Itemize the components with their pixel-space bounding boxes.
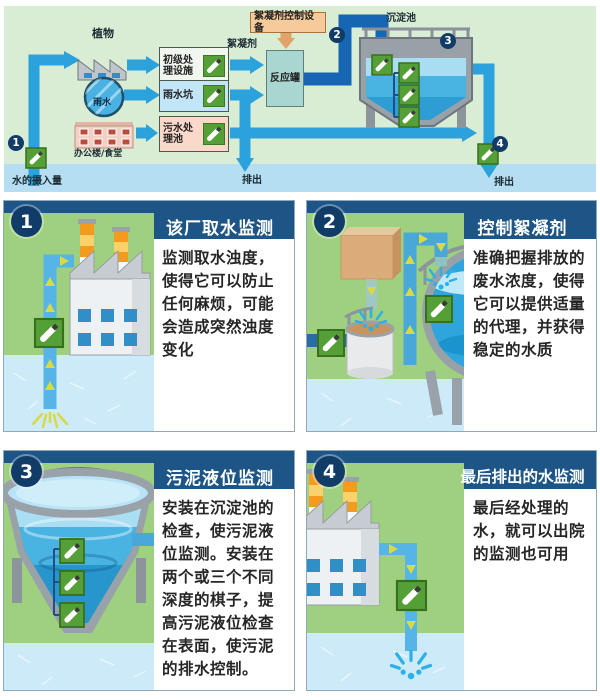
sensor-icon xyxy=(395,579,428,612)
panel-flocculant-control: 控制絮凝剂 准确把握排放的废水浓度，使得它可以提供适量的代理，并获得稳定的水质 … xyxy=(306,200,597,432)
primary-treatment-label: 初级处理设施 xyxy=(163,54,193,78)
sewage-pool-box: 污水处理池 xyxy=(159,116,229,152)
sensor-icon xyxy=(203,55,225,77)
office-label: 办公楼/食堂 xyxy=(74,149,123,159)
sensor-icon xyxy=(59,602,85,628)
overview-badge-2: 2 xyxy=(329,27,345,43)
process-flow-graphic xyxy=(25,14,499,186)
rain-label: 雨水 xyxy=(93,98,112,108)
rain-pit-label: 雨水坑 xyxy=(163,90,193,102)
sensor-icon xyxy=(425,295,453,323)
flow-pipes xyxy=(28,54,495,186)
sensor-icon xyxy=(25,147,47,169)
sensor-icon xyxy=(33,317,65,349)
sensor-icon xyxy=(203,85,225,107)
panel1-badge: 1 xyxy=(11,206,42,237)
panel-final-discharge: 最后排出的水监测 最后经处理的水，就可以出院的监测也可用 4 xyxy=(306,450,597,691)
outlet-pipe xyxy=(132,533,154,546)
flocculant-hopper-icon xyxy=(340,234,394,280)
sewage-pool-label: 污水处理池 xyxy=(163,122,193,146)
flow-arrow-icon xyxy=(64,51,498,178)
flocculant-control-label: 絮凝剂控制设备 xyxy=(254,11,314,34)
panel3-body: 安装在沉淀池的检查，使污泥液位监测。安装在两个或三个不同深度的棋子，提高污泥液位… xyxy=(162,499,275,678)
overview-water-strip xyxy=(4,164,596,192)
discharge-label-center: 排出 xyxy=(242,175,262,186)
discharge-label-right: 排出 xyxy=(494,177,514,188)
panel3-title: 污泥液位监测 xyxy=(166,468,274,489)
panel3-badge: 3 xyxy=(11,456,42,487)
panel2-body: 准确把握排放的废水浓度，使得它可以提供适量的代理，并获得稳定的水质 xyxy=(473,249,586,359)
primary-treatment-box: 初级处理设施 xyxy=(159,47,229,85)
overview-badge-1: 1 xyxy=(8,135,24,151)
factory-icon xyxy=(77,59,127,81)
sensor-icon xyxy=(317,329,345,357)
flocculant-label: 絮凝剂 xyxy=(227,39,257,50)
panel1-body: 监测取水浊度，使得它可以防止任何麻烦，可能会造成突然浊度变化 xyxy=(162,249,275,359)
plant-label: 植物 xyxy=(92,27,114,40)
dosing-arrow-icon xyxy=(277,38,295,49)
panel1-illustration xyxy=(4,213,154,431)
rain-pond-icon xyxy=(83,76,125,118)
reaction-tank-label: 反应罐 xyxy=(270,72,300,84)
panel4-illustration xyxy=(307,463,464,690)
panel1-title: 该厂取水监测 xyxy=(166,218,274,239)
sensor-icon xyxy=(398,84,420,106)
sensor-icon xyxy=(371,54,393,76)
intake-splash-icon xyxy=(31,411,69,429)
sedimentation-tank-icon xyxy=(359,27,473,128)
sensor-icon xyxy=(398,106,420,128)
sensor-icon xyxy=(203,123,225,145)
intake-label: 水的摄入量 xyxy=(12,176,62,187)
overview-badge-4: 4 xyxy=(492,136,508,152)
flocculant-control-box: 絮凝剂控制设备 xyxy=(250,11,326,34)
panel-sludge-level: 污泥液位监测 安装在沉淀池的检查，使污泥液位监测。安装在两个或三个不同深度的棋子… xyxy=(3,450,295,691)
office-building-icon xyxy=(74,122,134,149)
sensor-icon xyxy=(398,62,420,84)
rain-pit-box: 雨水坑 xyxy=(159,80,229,112)
panel2-illustration xyxy=(307,213,558,431)
panel2-title: 控制絮凝剂 xyxy=(477,218,568,239)
panel3-illustration xyxy=(4,463,156,690)
panel-intake-monitoring: 该厂取水监测 监测取水浊度，使得它可以防止任何麻烦，可能会造成突然浊度变化 1 xyxy=(3,200,295,432)
overview-badge-3: 3 xyxy=(440,33,456,49)
sensor-icon xyxy=(59,570,85,596)
reaction-tank-box: 反应罐 xyxy=(266,50,304,107)
reactor-to-tank-pipe xyxy=(303,14,389,86)
sedimentation-label: 沉淀池 xyxy=(386,13,416,24)
sensor-icon xyxy=(59,538,85,564)
panel4-badge: 4 xyxy=(314,456,345,487)
panel2-badge: 2 xyxy=(314,206,345,237)
panel4-body: 最后经处理的水，就可以出院的监测也可用 xyxy=(473,499,586,563)
panel4-title: 最后排出的水监测 xyxy=(460,468,585,486)
